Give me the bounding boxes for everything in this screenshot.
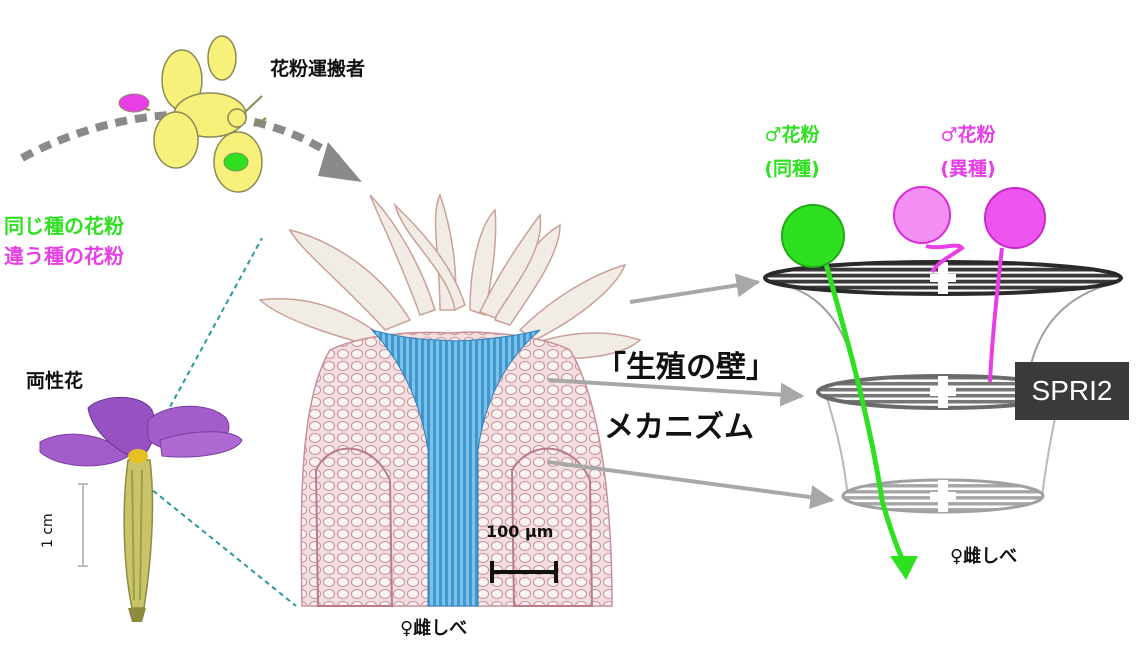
pollen-load-magenta [118, 93, 150, 113]
different-species-pollen-label: 違う種の花粉 [4, 244, 124, 268]
barrier-funnel [763, 260, 1123, 514]
male-pollen-diff-label: ♂花粉 (異種) [918, 118, 1018, 186]
male-pollen-diff-line1: ♂花粉 [940, 124, 996, 146]
mechanism-title-line2: メカニズム [604, 410, 754, 445]
pollen-grain-diff-2 [984, 187, 1046, 249]
flower-scale-label: 1 cm [40, 513, 56, 548]
pollinator-arrowhead [318, 142, 362, 182]
zoom-line-bottom [145, 484, 297, 607]
pollen-tube-diff-1 [925, 243, 965, 274]
pistil-label-left: ♀雌しべ [400, 618, 468, 639]
flower-label: 両性花 [26, 370, 84, 392]
pollen-load-green [223, 152, 249, 172]
male-pollen-same-label: ♂花粉 (同種) [742, 118, 842, 186]
zoom-line-top [139, 237, 263, 463]
pollen-tube-same [819, 249, 907, 564]
arrow-to-middle-wall [547, 378, 805, 407]
male-pollen-diff-line2: (異種) [940, 158, 996, 180]
section-scale-bar [490, 561, 558, 583]
mechanism-title-line1: 「生殖の壁」 [596, 350, 776, 385]
section-scale-label: 100 µm [486, 522, 554, 541]
arrow-to-top-wall [629, 273, 761, 304]
barrier-wall-bottom [841, 478, 1045, 514]
spri2-badge: SPRI2 [1015, 362, 1129, 420]
pollen-tube-arrowhead [890, 556, 918, 580]
male-pollen-same-line1: ♂花粉 [764, 124, 820, 146]
barrier-wall-middle [816, 374, 1070, 410]
pistil-label-right: ♀雌しべ [950, 546, 1018, 567]
pollinator-label: 花粉運搬者 [270, 58, 366, 80]
pistil-micrograph [258, 193, 642, 607]
pollen-tube-diff-2 [988, 247, 1004, 383]
flower-illustration [39, 396, 243, 622]
male-pollen-same-line2: (同種) [764, 158, 820, 180]
arrow-to-bottom-wall [547, 460, 835, 510]
pollen-grain-diff-1 [893, 186, 951, 244]
bee-icon [124, 35, 267, 193]
same-species-pollen-label: 同じ種の花粉 [4, 214, 124, 238]
pollen-grain-same [781, 204, 845, 268]
